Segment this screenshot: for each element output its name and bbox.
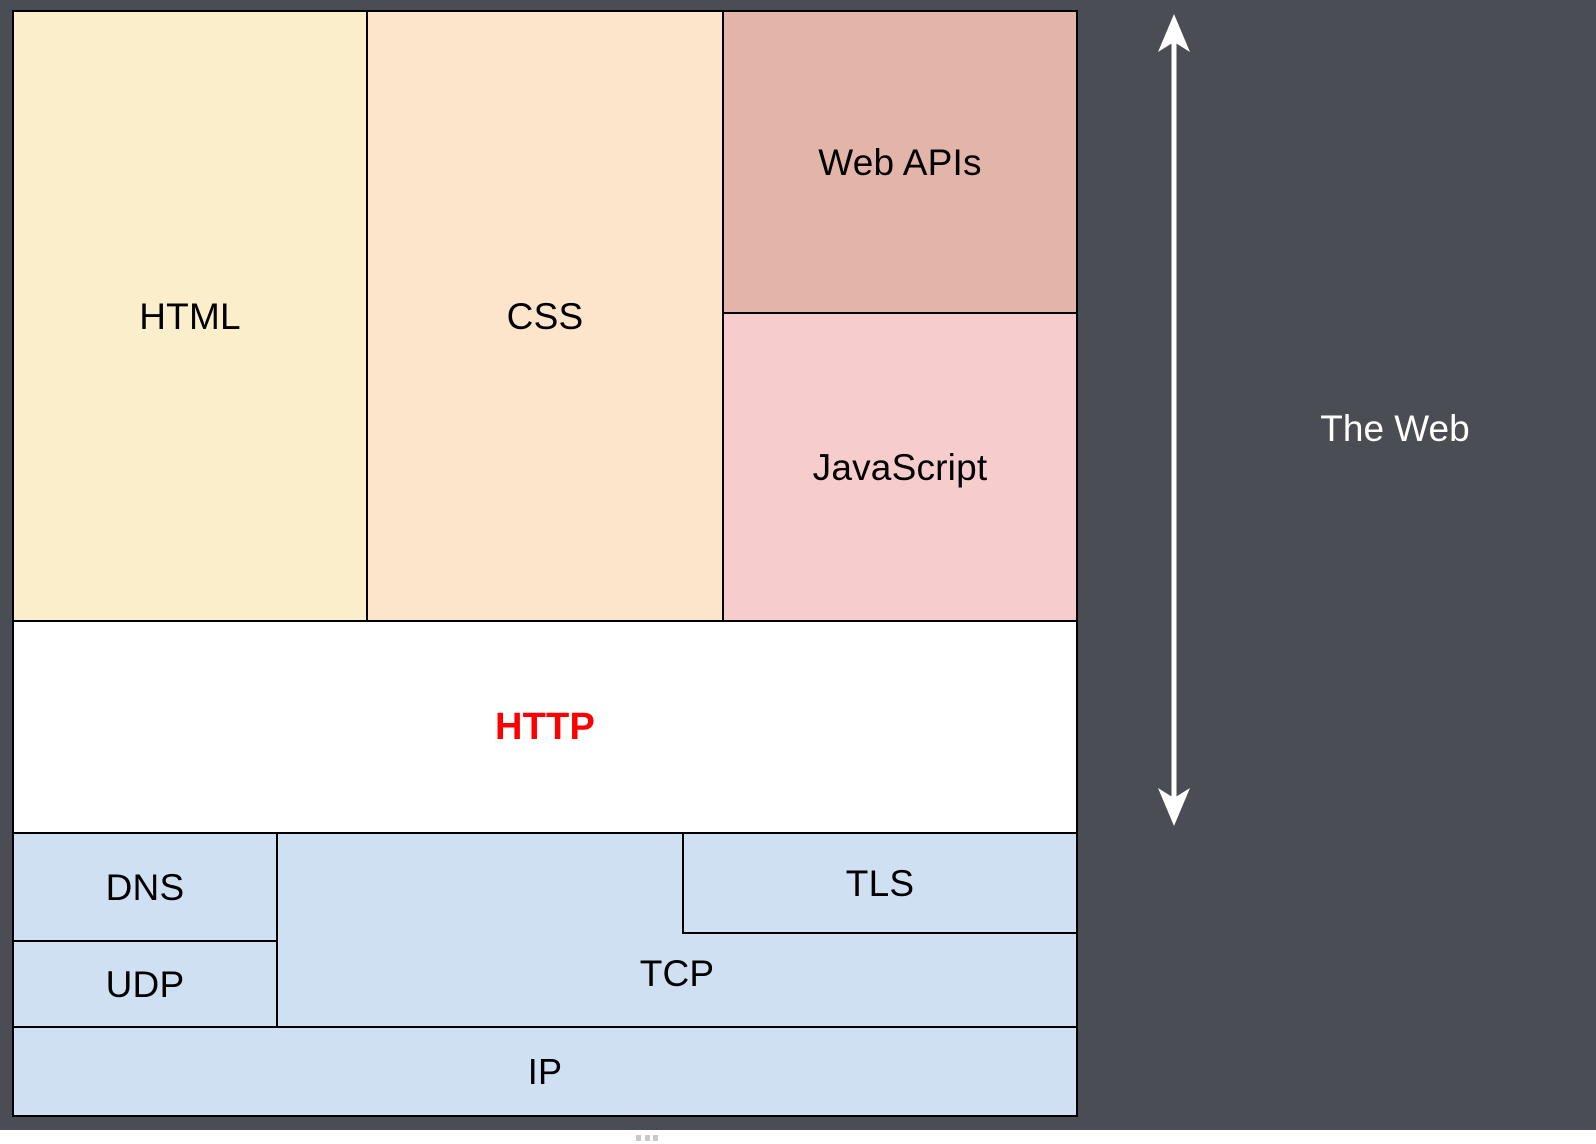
stack-box-html[interactable]: HTML — [12, 10, 368, 622]
stack-box-tls[interactable]: TLS — [682, 832, 1078, 934]
resize-dot — [644, 1135, 650, 1141]
stack-box-dns[interactable]: DNS — [12, 832, 278, 942]
stack-label-html: HTML — [139, 295, 241, 337]
stack-box-ip[interactable]: IP — [12, 1026, 1078, 1117]
stack-label-css: CSS — [506, 295, 584, 337]
resize-handle-dots-icon[interactable] — [636, 1135, 658, 1141]
bottom-strip — [0, 1130, 1596, 1144]
stack-box-javascript[interactable]: JavaScript — [722, 312, 1078, 622]
stack-box-css[interactable]: CSS — [366, 10, 724, 622]
stack-label-web-apis: Web APIs — [818, 141, 982, 183]
stack-label-tcp: TCP — [639, 953, 715, 994]
stack-label-udp: UDP — [105, 963, 185, 1005]
annotation-label-text: The Web — [1320, 408, 1470, 449]
stack-box-web-apis[interactable]: Web APIs — [722, 10, 1078, 314]
stack-label-http: HTTP — [494, 706, 595, 748]
stack-box-udp[interactable]: UDP — [12, 940, 278, 1028]
double-headed-vertical-arrow-icon — [1158, 14, 1190, 826]
resize-dot — [636, 1135, 641, 1141]
stack-label-tls: TLS — [845, 862, 915, 904]
stack-label-ip: IP — [527, 1050, 563, 1092]
stack-label-javascript: JavaScript — [812, 446, 988, 488]
resize-dot — [653, 1135, 658, 1141]
stack-box-http[interactable]: HTTP — [12, 620, 1078, 834]
stack-label-dns: DNS — [105, 866, 185, 908]
annotation-label-the-web: The Web — [1230, 410, 1560, 447]
